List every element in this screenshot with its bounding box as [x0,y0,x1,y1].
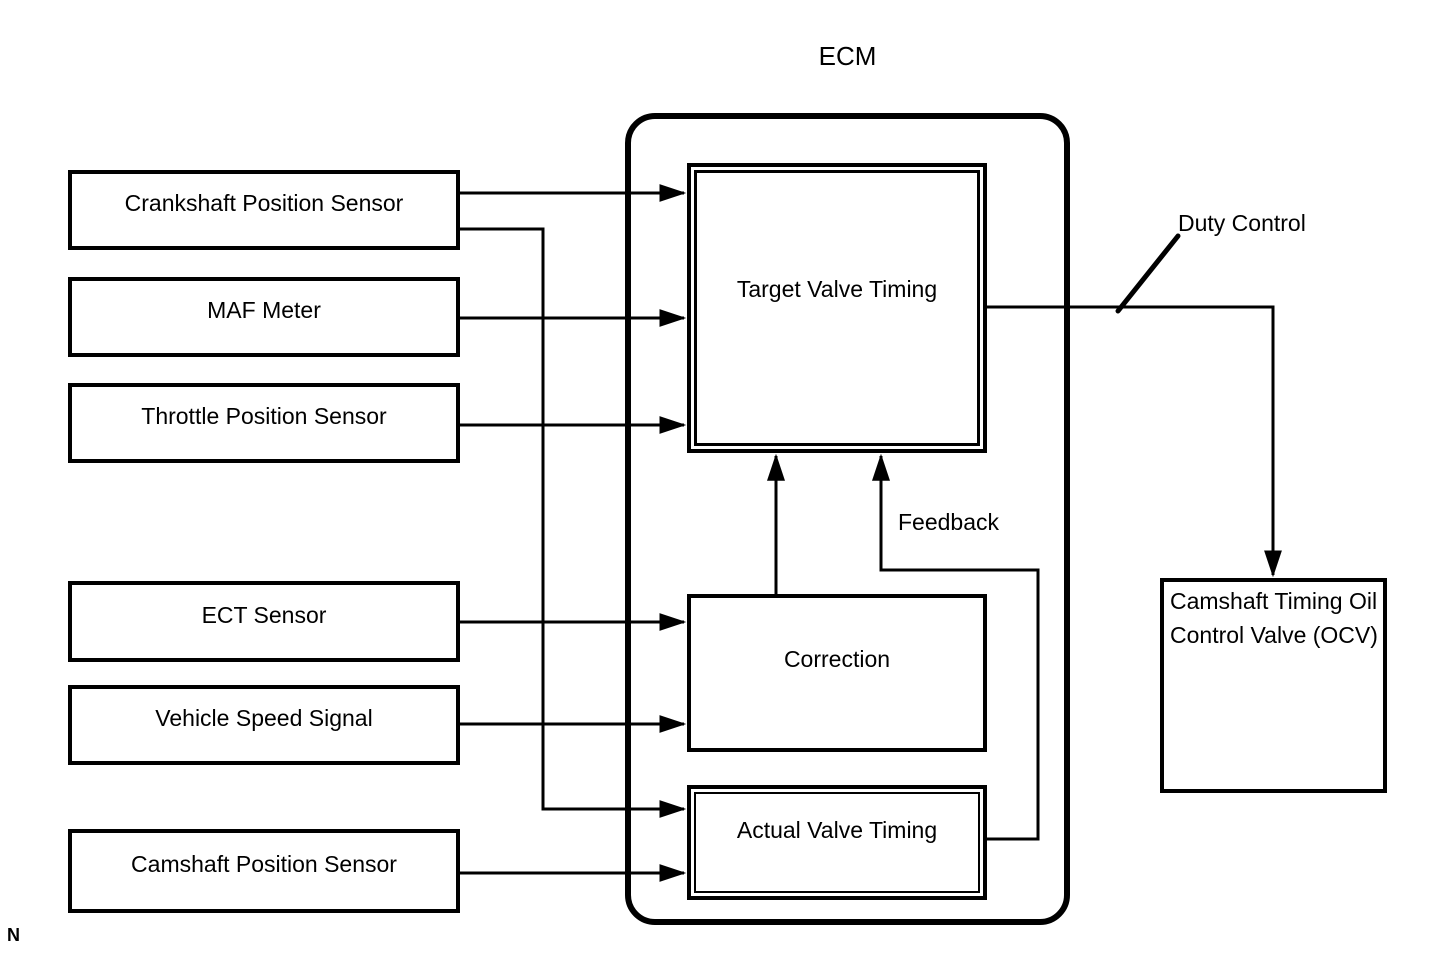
sensor-box-ect-sensor: ECT Sensor [68,581,460,662]
ocv-box: Camshaft Timing Oil Control Valve (OCV) [1160,578,1387,793]
sensor-box-camshaft-position-sensor: Camshaft Position Sensor [68,829,460,913]
block-label: Correction [783,646,891,673]
block-target-valve-timing: Target Valve Timing [687,163,987,453]
ocv-label: Camshaft Timing Oil Control Valve (OCV) [1170,588,1378,648]
page-mark-n: N [7,925,20,945]
sensor-box-vehicle-speed-signal: Vehicle Speed Signal [68,685,460,765]
block-actual-valve-timing: Actual Valve Timing [687,785,987,900]
sensor-label: Throttle Position Sensor [141,403,387,430]
sensor-label: Crankshaft Position Sensor [124,190,404,217]
block-label: Target Valve Timing [736,276,938,303]
sensor-label: Camshaft Position Sensor [131,851,397,878]
wire-feedback-actual-to-target [872,453,1040,841]
duty-control-label: Duty Control [1178,210,1306,236]
block-target-valve-timing-inner: Target Valve Timing [694,170,980,446]
sensor-box-throttle-position-sensor: Throttle Position Sensor [68,383,460,463]
sensor-box-maf-meter: MAF Meter [68,277,460,357]
duty-control-leader-line [1115,233,1181,314]
sensor-label: MAF Meter [207,297,321,324]
block-actual-valve-timing-inner: Actual Valve Timing [694,792,980,893]
wire-duty-control-to-ocv [987,305,1282,578]
block-correction: Correction [687,594,987,752]
ecm-container-box [625,113,1070,925]
feedback-label: Feedback [898,509,1000,535]
sensor-label: ECT Sensor [201,601,327,628]
wire-crankshaft-branch-to-actual [460,227,687,818]
block-label: Actual Valve Timing [736,816,938,843]
sensor-box-crankshaft-position-sensor: Crankshaft Position Sensor [68,170,460,250]
ecm-title: ECM [818,41,877,71]
sensor-label: Vehicle Speed Signal [155,705,373,732]
